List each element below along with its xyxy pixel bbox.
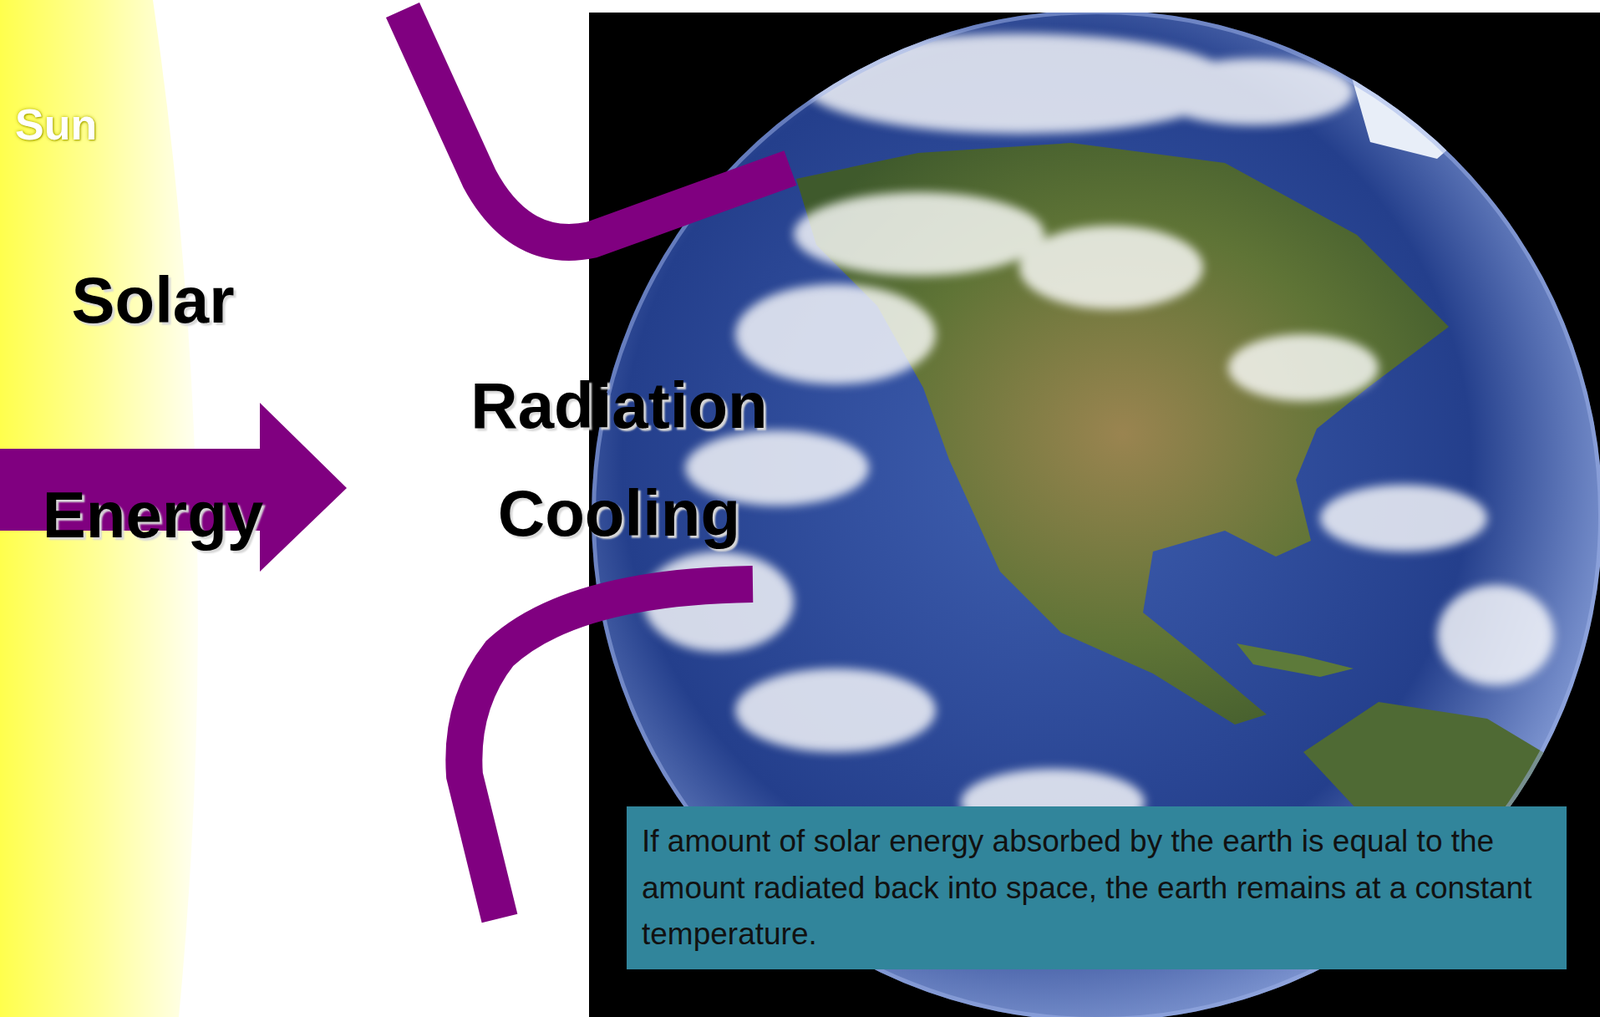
energy-label: Energy	[42, 476, 264, 555]
atmosphere-rim	[591, 12, 1600, 1017]
earth	[591, 12, 1600, 1017]
note-box: If amount of solar energy absorbed by th…	[626, 806, 1567, 970]
radiation-arrow-upper	[402, 10, 791, 243]
solar-label: Solar	[71, 261, 234, 341]
node-text: Sun	[15, 98, 183, 151]
radiation-cooling-label: Radiation Cooling	[422, 351, 816, 567]
greenland-ice	[1336, 25, 1504, 159]
sun-label: Sun	[15, 98, 183, 151]
earth-ocean	[591, 12, 1600, 1017]
node-text: If amount of solar energy absorbed by th…	[641, 817, 1552, 958]
caribbean-islands	[1236, 643, 1354, 677]
solar-energy-arrow	[0, 402, 347, 572]
